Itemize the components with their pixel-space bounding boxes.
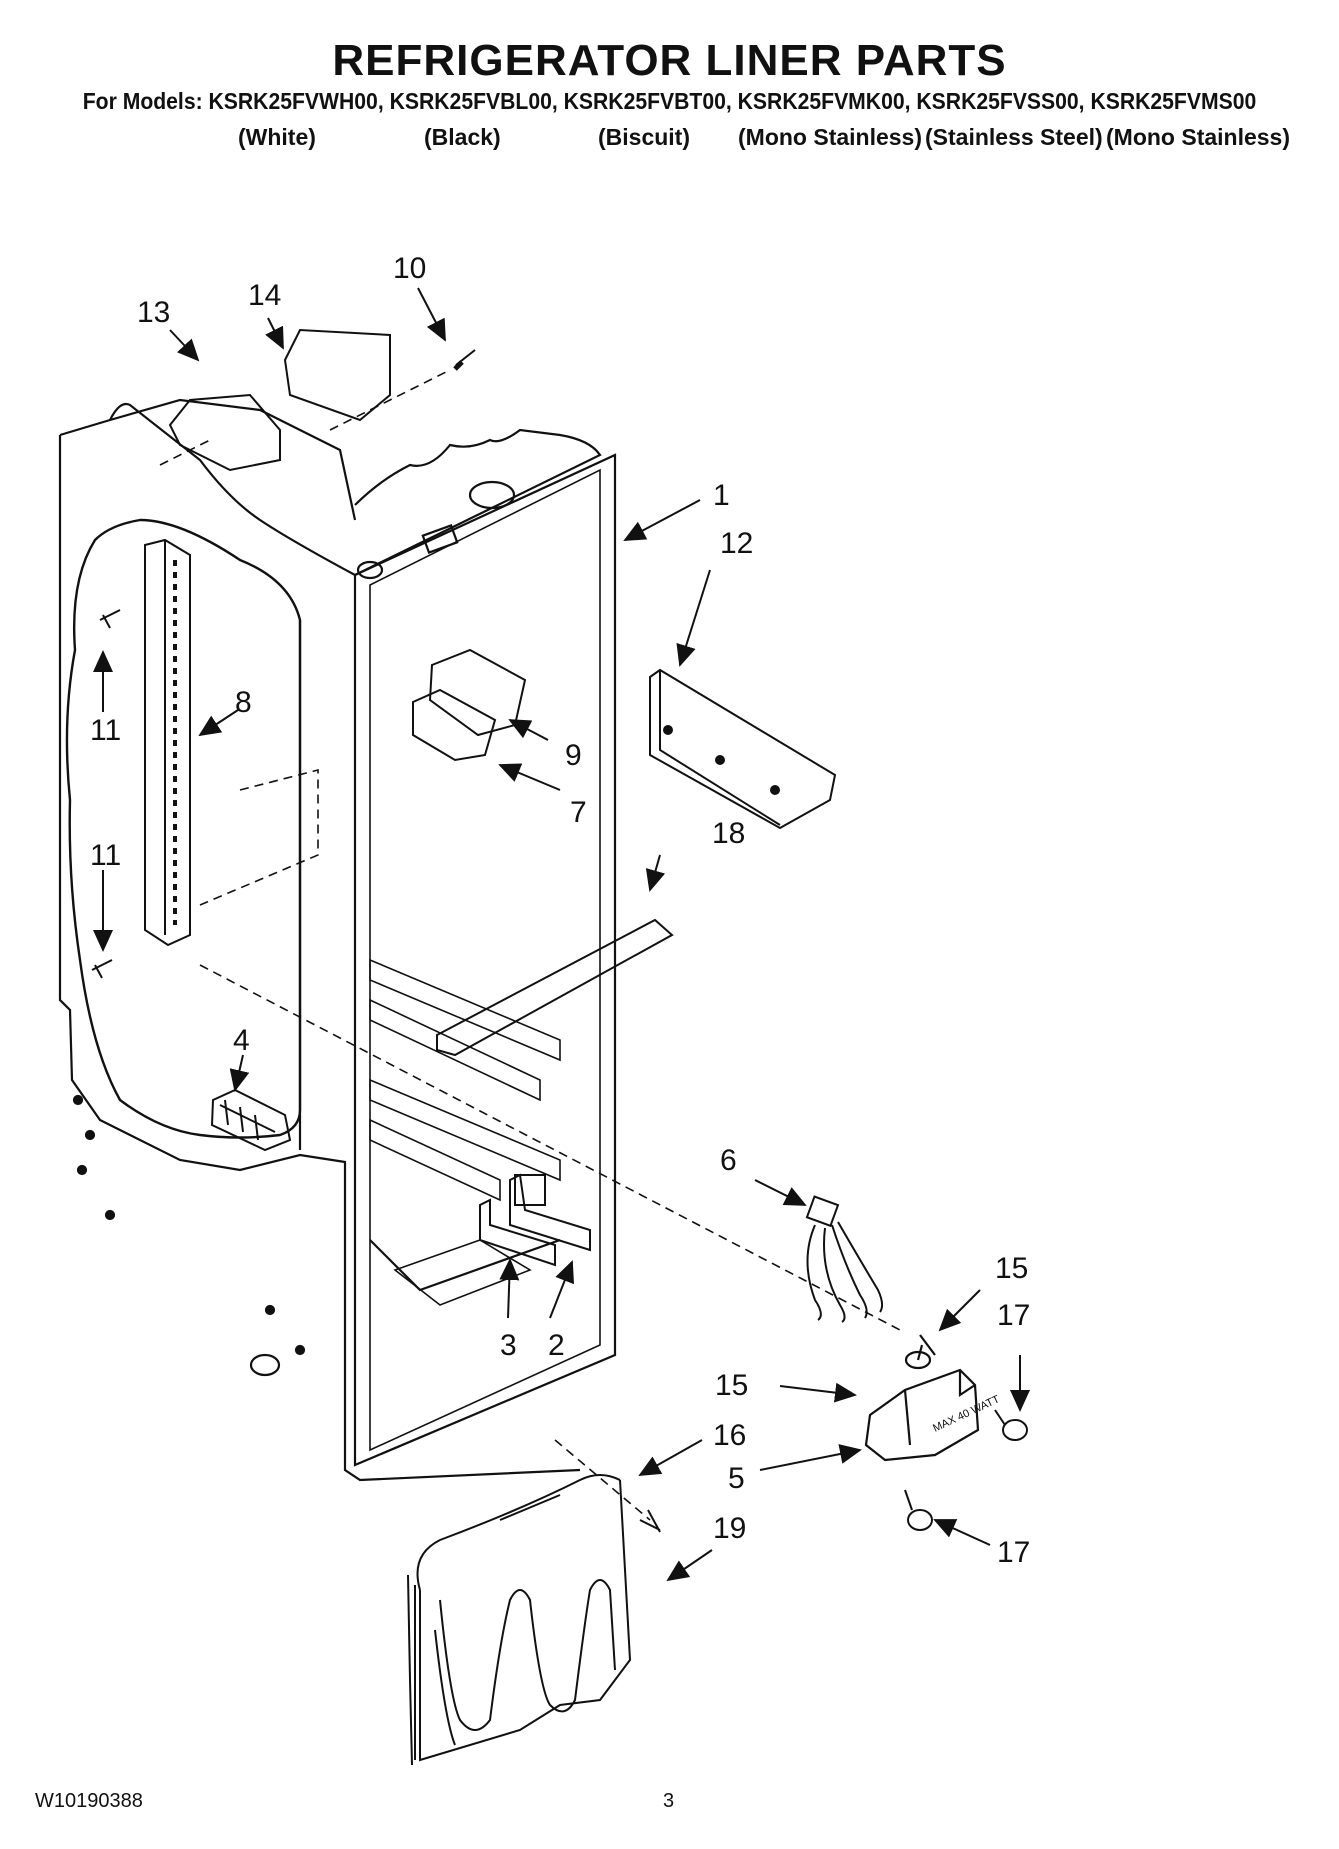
color-label: (Biscuit) [598,124,690,150]
color-label: (Mono Stainless) [738,124,923,150]
callout-2: 2 [548,1329,565,1362]
callout-7: 7 [570,796,587,829]
callout-6: 6 [720,1144,737,1177]
heater-screw [639,1509,661,1533]
callout-11b: 11 [90,839,121,872]
callout-13: 13 [137,296,170,329]
callout-5: 5 [728,1462,745,1495]
callout-15b: 15 [715,1369,748,1402]
callout-19: 19 [713,1512,746,1545]
callout-10: 10 [393,252,426,285]
shelf-screws [91,609,121,979]
callout-12: 12 [720,527,753,560]
callout-4: 4 [233,1024,250,1057]
callout-arrows [93,287,1030,1582]
callout-3: 3 [500,1329,517,1362]
vent-grille [210,1088,292,1152]
callout-15a: 15 [995,1252,1028,1285]
color-label: (Black) [424,124,501,150]
heater-coil [407,1474,632,1766]
dashed-leaders [159,369,901,1521]
callout-17a: 17 [997,1299,1030,1332]
callout-17b: 17 [997,1536,1030,1569]
color-label: (White) [238,124,316,150]
color-label: (Stainless Steel) [925,124,1103,150]
callout-labels: 1 2 3 4 5 6 7 8 9 10 11 11 12 13 14 15 1… [90,252,1030,1569]
wire-harness [805,1195,884,1323]
callout-1: 1 [713,479,730,512]
brackets [479,1173,591,1267]
callout-18: 18 [712,817,745,850]
color-label: (Mono Stainless) [1106,124,1291,150]
shelf-standard [144,538,191,947]
callout-8: 8 [235,686,252,719]
crossbar [436,918,674,1057]
callout-11a: 11 [90,714,121,747]
models-line: For Models: KSRK25FVWH00, KSRK25FVBL00, … [82,88,1257,114]
page-title: REFRIGERATOR LINER PARTS [332,36,1007,85]
control-parts [412,648,527,762]
liner-cabinet [58,398,617,1482]
document-number: W10190388 [35,1790,143,1812]
light-housing: MAX 40 WATT [864,1334,1002,1462]
page-number: 3 [663,1790,675,1812]
drawer-rail [649,668,837,830]
callout-14: 14 [248,279,281,312]
bulb-screws [904,1409,1028,1531]
callout-16: 16 [713,1419,746,1452]
wattage-label: MAX 40 WATT [931,1393,1002,1434]
callout-9: 9 [565,739,582,772]
top-components [168,328,476,472]
